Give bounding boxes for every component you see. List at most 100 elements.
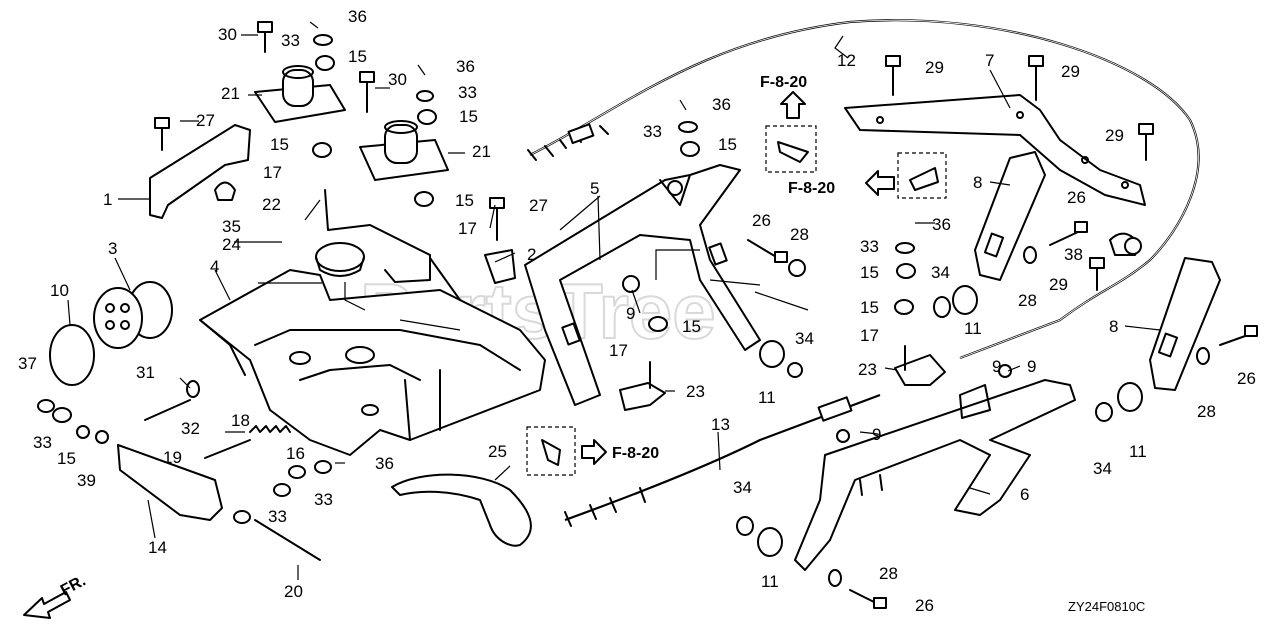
callout-9-a: 9 <box>626 304 635 323</box>
part-13-cable <box>564 393 881 522</box>
callout-labels: 1 2 3 4 5 6 7 8 8 9 9 9 9 10 11 11 11 11… <box>18 7 1256 615</box>
callout-11-b: 11 <box>964 319 982 338</box>
callout-15-d: 15 <box>455 191 474 210</box>
callout-36-c: 36 <box>712 95 731 114</box>
callout-6: 6 <box>1020 485 1029 504</box>
callout-17-c: 17 <box>609 341 628 360</box>
callout-32: 32 <box>181 419 200 438</box>
front-arrow: FR. <box>23 572 89 619</box>
callout-36-d: 36 <box>932 215 951 234</box>
part-8-arm-upper <box>974 151 1046 281</box>
callout-1: 1 <box>103 190 112 209</box>
callout-34-b: 34 <box>795 329 814 348</box>
callout-15-c: 15 <box>270 135 289 154</box>
callout-34-a: 34 <box>931 263 950 282</box>
callout-26-d: 26 <box>915 596 934 615</box>
callout-26-b: 26 <box>1067 188 1086 207</box>
part-21-holder-right <box>359 120 449 181</box>
part-18-spring <box>249 425 291 433</box>
callout-13: 13 <box>711 415 730 434</box>
cross-ref-label-top: F-8-20 <box>760 74 807 91</box>
callout-15-i: 15 <box>57 449 76 468</box>
callout-25: 25 <box>488 442 507 461</box>
callout-26-a: 26 <box>752 211 771 230</box>
callout-29-c: 29 <box>1105 126 1124 145</box>
callout-8-lower: 8 <box>1109 317 1118 336</box>
callout-12: 12 <box>837 51 856 70</box>
part-2-plate <box>484 249 516 284</box>
callout-7: 7 <box>985 51 994 70</box>
callout-16: 16 <box>286 444 305 463</box>
callout-3: 3 <box>108 239 117 258</box>
part-23-lever-left <box>619 382 666 411</box>
callout-33-c: 33 <box>643 122 662 141</box>
callout-33-g: 33 <box>314 490 333 509</box>
callout-35: 35 <box>222 217 241 236</box>
part-20-bolt <box>254 519 321 561</box>
callout-17-d: 17 <box>860 326 879 345</box>
callout-33-e: 33 <box>33 433 52 452</box>
callout-11-c: 11 <box>1129 442 1147 461</box>
part-8-arm-lower <box>1149 257 1221 391</box>
callout-28-b: 28 <box>1018 291 1037 310</box>
callout-36-e: 36 <box>375 454 394 473</box>
part-35-clip <box>214 181 236 201</box>
callout-28-c: 28 <box>1197 402 1216 421</box>
callout-4: 4 <box>210 257 219 276</box>
callout-15-f: 15 <box>860 263 879 282</box>
callout-38: 39 <box>77 471 96 490</box>
callout-29-b: 29 <box>1061 62 1080 81</box>
leader-lines <box>67 21 1161 580</box>
callout-31: 31 <box>136 363 155 382</box>
callout-22: 22 <box>262 195 281 214</box>
part-5-frame <box>524 164 761 406</box>
callout-21-b: 21 <box>472 142 491 161</box>
part-6-frame <box>794 379 1076 571</box>
cross-ref-arrows <box>581 91 895 465</box>
callout-36-f: 37 <box>18 354 37 373</box>
callout-8-upper: 8 <box>973 173 982 192</box>
cross-ref-label-bottom: F-8-20 <box>612 445 659 462</box>
callout-10: 10 <box>50 281 69 300</box>
hardware-bolts <box>154 21 1258 609</box>
callout-36-b: 36 <box>456 57 475 76</box>
callout-14: 14 <box>148 538 167 557</box>
callout-18: 18 <box>231 411 250 430</box>
callout-33-f: 33 <box>268 507 287 526</box>
callout-15-a: 15 <box>348 47 367 66</box>
part-25-ring <box>391 473 532 547</box>
callout-30-a: 30 <box>218 25 237 44</box>
callout-20: 20 <box>284 582 303 601</box>
part-3-grommet <box>93 281 173 349</box>
part-24-cap <box>315 242 365 272</box>
callout-11-d: 11 <box>761 572 779 591</box>
callout-28-d: 28 <box>879 564 898 583</box>
callout-29-d: 29 <box>1049 275 1068 294</box>
callout-9-c: 9 <box>872 425 881 444</box>
callout-27-b: 27 <box>529 196 548 215</box>
callout-9-d: 9 <box>992 357 1001 376</box>
part-14-cover <box>117 444 223 521</box>
callout-9-b: 9 <box>1027 357 1036 376</box>
part-21-holder-left <box>254 65 346 123</box>
part-7-bar <box>844 94 1146 206</box>
callout-15-b: 15 <box>459 107 478 126</box>
callout-36-a: 36 <box>348 7 367 26</box>
callout-27-a: 27 <box>196 111 215 130</box>
callout-5: 5 <box>590 179 599 198</box>
callout-34-d: 34 <box>733 478 752 497</box>
part-10-band <box>49 324 95 386</box>
callout-21-a: 21 <box>221 84 240 103</box>
callout-28-a: 28 <box>790 225 809 244</box>
part-1-stay <box>149 124 251 219</box>
part-19-bolt <box>204 439 251 459</box>
part-22-lever <box>324 189 431 283</box>
callout-33-a: 33 <box>281 31 300 50</box>
hardware-small <box>37 34 1210 587</box>
callout-17-b: 17 <box>458 219 477 238</box>
callout-2: 2 <box>527 245 536 264</box>
callout-23-b: 23 <box>858 360 877 379</box>
callout-30-b: 30 <box>388 70 407 89</box>
callout-11-a: 11 <box>758 388 776 407</box>
